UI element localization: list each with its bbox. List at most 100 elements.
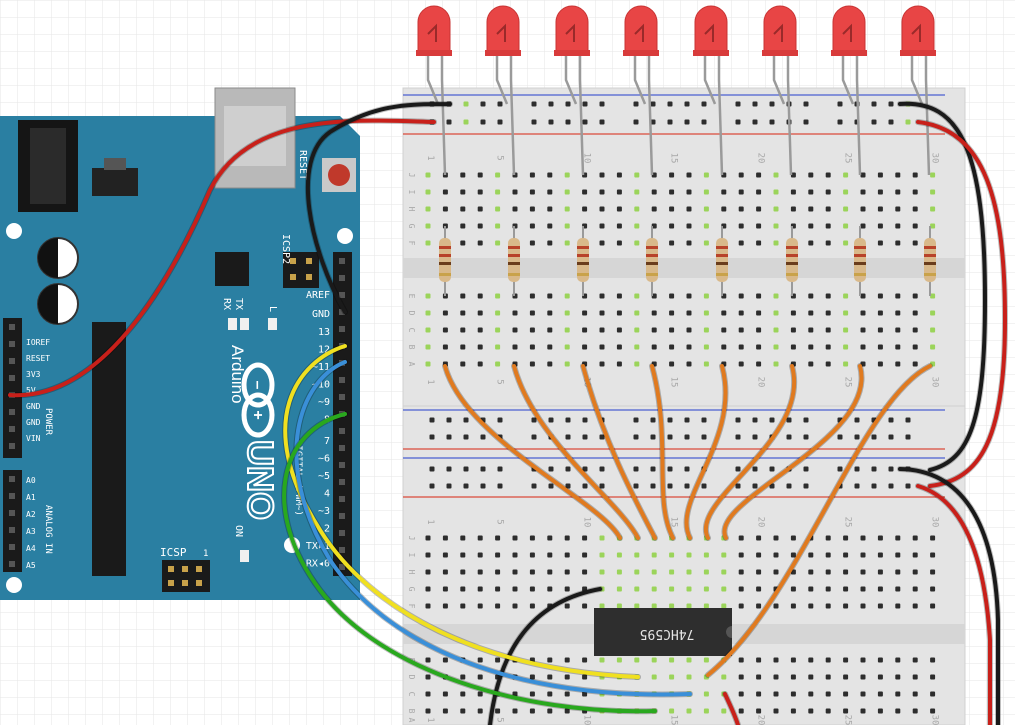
breadboard-hole xyxy=(460,206,466,212)
breadboard-hole xyxy=(721,189,727,195)
digital-pin-label: 2 xyxy=(324,524,330,535)
led-lead xyxy=(772,52,786,105)
rail-hole xyxy=(446,466,452,472)
breadboard-hole xyxy=(669,223,675,229)
breadboard-hole xyxy=(582,603,588,609)
breadboard-hole xyxy=(495,240,501,246)
breadboard-hole xyxy=(808,552,814,558)
analog-in-label: ANALOG IN xyxy=(43,505,53,554)
breadboard-hole xyxy=(616,223,622,229)
column-label: 25 xyxy=(843,153,853,164)
rail-hole xyxy=(667,101,673,107)
breadboard-hole xyxy=(930,674,936,680)
breadboard-hole xyxy=(738,552,744,558)
breadboard-hole xyxy=(512,189,518,195)
breadboard-hole xyxy=(477,674,483,680)
row-label: G xyxy=(407,224,416,229)
on-led xyxy=(240,550,249,562)
breadboard-hole xyxy=(790,552,796,558)
breadboard-hole xyxy=(477,223,483,229)
rail-hole xyxy=(803,483,809,489)
column-label: 5 xyxy=(495,519,505,524)
rail-hole xyxy=(871,466,877,472)
row-label: D xyxy=(407,311,416,316)
breadboard-hole xyxy=(582,552,588,558)
rail-hole xyxy=(531,119,537,125)
power-pin-label: GND xyxy=(26,418,41,427)
breadboard-hole xyxy=(877,691,883,697)
rail-hole xyxy=(752,466,758,472)
breadboard-hole xyxy=(930,552,936,558)
breadboard-hole xyxy=(877,172,883,178)
header-pin xyxy=(339,513,345,519)
breadboard-hole xyxy=(634,206,640,212)
breadboard-hole xyxy=(529,240,535,246)
rail-hole xyxy=(752,483,758,489)
breadboard-hole xyxy=(773,603,779,609)
wires xyxy=(7,100,1009,725)
breadboard-hole xyxy=(582,535,588,541)
breadboard-hole xyxy=(756,603,762,609)
orange-wire xyxy=(703,364,797,540)
breadboard-hole xyxy=(442,310,448,316)
breadboard-hole xyxy=(512,569,518,575)
rail-hole xyxy=(429,434,435,440)
breadboard-hole xyxy=(512,206,518,212)
led-lead xyxy=(924,52,931,176)
breadboard-hole xyxy=(512,535,518,541)
breadboard-hole xyxy=(877,189,883,195)
rail-hole xyxy=(905,434,911,440)
breadboard-hole xyxy=(773,240,779,246)
breadboard-hole xyxy=(860,657,866,663)
breadboard-hole xyxy=(895,223,901,229)
column-label: 30 xyxy=(930,715,940,725)
breadboard-hole xyxy=(860,535,866,541)
breadboard-hole xyxy=(651,189,657,195)
breadboard-hole xyxy=(808,657,814,663)
breadboard-hole xyxy=(564,569,570,575)
column-label: 30 xyxy=(930,517,940,528)
header-pin xyxy=(9,510,15,516)
column-label: 10 xyxy=(582,517,592,528)
breadboard-hole xyxy=(512,344,518,350)
power-pin-label: 5V xyxy=(26,386,36,395)
rail-hole xyxy=(888,434,894,440)
breadboard-hole xyxy=(773,657,779,663)
breadboard-hole xyxy=(686,674,692,680)
rail-hole xyxy=(633,434,639,440)
orange-wire xyxy=(581,364,657,540)
breadboard-hole xyxy=(703,223,709,229)
power-header xyxy=(3,318,22,458)
breadboard-hole xyxy=(495,293,501,299)
led-lead xyxy=(717,52,724,176)
rail-hole xyxy=(480,119,486,125)
breadboard-hole xyxy=(930,603,936,609)
breadboard-hole xyxy=(738,172,744,178)
power-pin-label: IOREF xyxy=(26,338,50,347)
breadboard-hole xyxy=(582,344,588,350)
icsp-header xyxy=(162,560,210,592)
breadboard-hole xyxy=(460,361,466,367)
rail-hole xyxy=(650,466,656,472)
rail-hole xyxy=(480,101,486,107)
breadboard-hole xyxy=(843,535,849,541)
breadboard-hole xyxy=(703,310,709,316)
breadboard-hole xyxy=(808,586,814,592)
breadboard-hole xyxy=(425,552,431,558)
rail-hole xyxy=(701,483,707,489)
resistor-band xyxy=(646,254,658,257)
rail-hole xyxy=(854,483,860,489)
breadboard-hole xyxy=(843,552,849,558)
rail-hole xyxy=(497,417,503,423)
breadboard-hole xyxy=(669,361,675,367)
row-label: I xyxy=(407,190,416,195)
breadboard-hole xyxy=(634,586,640,592)
breadboard-hole xyxy=(825,708,831,714)
breadboard-hole xyxy=(529,172,535,178)
breadboard-hole xyxy=(512,708,518,714)
breadboard-hole xyxy=(738,569,744,575)
breadboard-hole xyxy=(460,189,466,195)
rail-hole xyxy=(871,119,877,125)
breadboard-hole xyxy=(512,310,518,316)
breadboard-hole xyxy=(547,674,553,680)
